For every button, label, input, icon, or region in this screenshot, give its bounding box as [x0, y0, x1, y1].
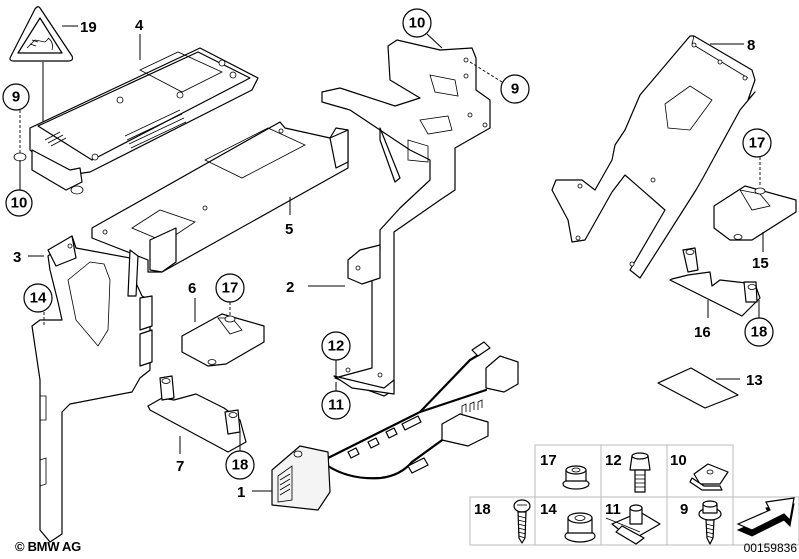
- svg-text:10: 10: [670, 452, 687, 469]
- svg-text:17: 17: [540, 452, 557, 469]
- svg-text:9: 9: [680, 501, 688, 518]
- callout-19: 19: [80, 19, 97, 36]
- callout-16: 16: [694, 324, 711, 341]
- module-right[interactable]: [713, 185, 797, 241]
- collar-screw-icon: [698, 500, 722, 545]
- hardware-cell-11[interactable]: 11: [605, 501, 661, 545]
- document-number: 00159836: [743, 541, 797, 555]
- callout-13: 13: [746, 372, 763, 389]
- callout-17-module-left: 17: [222, 280, 239, 297]
- hardware-cell-10[interactable]: 10: [670, 452, 729, 491]
- callout-10-control-unit: 10: [11, 195, 28, 212]
- callout-5: 5: [285, 221, 293, 238]
- spring-clip-icon: [689, 463, 729, 491]
- callout-2: 2: [286, 279, 294, 296]
- holder-bracket-right[interactable]: [551, 35, 756, 279]
- tapping-screw-icon: [513, 499, 531, 544]
- wiring-harness[interactable]: [271, 341, 519, 511]
- callout-4: 4: [135, 17, 144, 34]
- callout-3: 3: [13, 249, 21, 266]
- bracket-left[interactable]: [31, 235, 153, 543]
- callout-11: 11: [328, 397, 344, 414]
- callout-8: 8: [747, 37, 755, 54]
- svg-text:18: 18: [474, 501, 491, 518]
- hardware-cell-14[interactable]: 14: [540, 501, 596, 543]
- callout-1: 1: [237, 484, 245, 501]
- bracket-center[interactable]: [321, 39, 491, 397]
- callout-12: 12: [328, 338, 345, 355]
- svg-text:12: 12: [605, 452, 622, 469]
- hardware-cell-9[interactable]: 9: [680, 500, 722, 545]
- hardware-cell-12[interactable]: 12: [605, 452, 651, 493]
- hex-bolt-icon: [629, 452, 651, 493]
- svg-text:11: 11: [605, 501, 621, 518]
- copyright-text: © BMW AG: [15, 539, 81, 554]
- callout-18-holder-right: 18: [751, 324, 768, 341]
- hex-nut-icon: [564, 512, 596, 543]
- hardware-cell-18[interactable]: 18: [474, 499, 531, 544]
- holder-left[interactable]: [147, 375, 247, 453]
- callout-7: 7: [176, 458, 184, 475]
- clip-nut-icon: [605, 504, 661, 545]
- holder-right[interactable]: [669, 247, 761, 317]
- mounting-plate[interactable]: [91, 121, 349, 273]
- callout-17-module-right: 17: [749, 135, 766, 152]
- callout-10-top-bracket: 10: [409, 15, 426, 32]
- pad[interactable]: [657, 367, 739, 409]
- direction-arrow-icon: [736, 497, 795, 537]
- warning-label-triangle[interactable]: [9, 6, 74, 62]
- callout-14: 14: [30, 290, 47, 307]
- callout-6: 6: [188, 280, 196, 297]
- callout-9-top-bracket: 9: [511, 81, 519, 98]
- flange-nut-icon: [562, 465, 590, 490]
- callout-15: 15: [752, 255, 769, 272]
- module-left[interactable]: [181, 313, 265, 367]
- control-unit[interactable]: [13, 47, 259, 195]
- svg-text:14: 14: [540, 501, 557, 518]
- callout-18-holder-left: 18: [232, 457, 249, 474]
- callout-9-control-unit: 9: [12, 89, 20, 106]
- hardware-cell-17[interactable]: 17: [540, 452, 590, 490]
